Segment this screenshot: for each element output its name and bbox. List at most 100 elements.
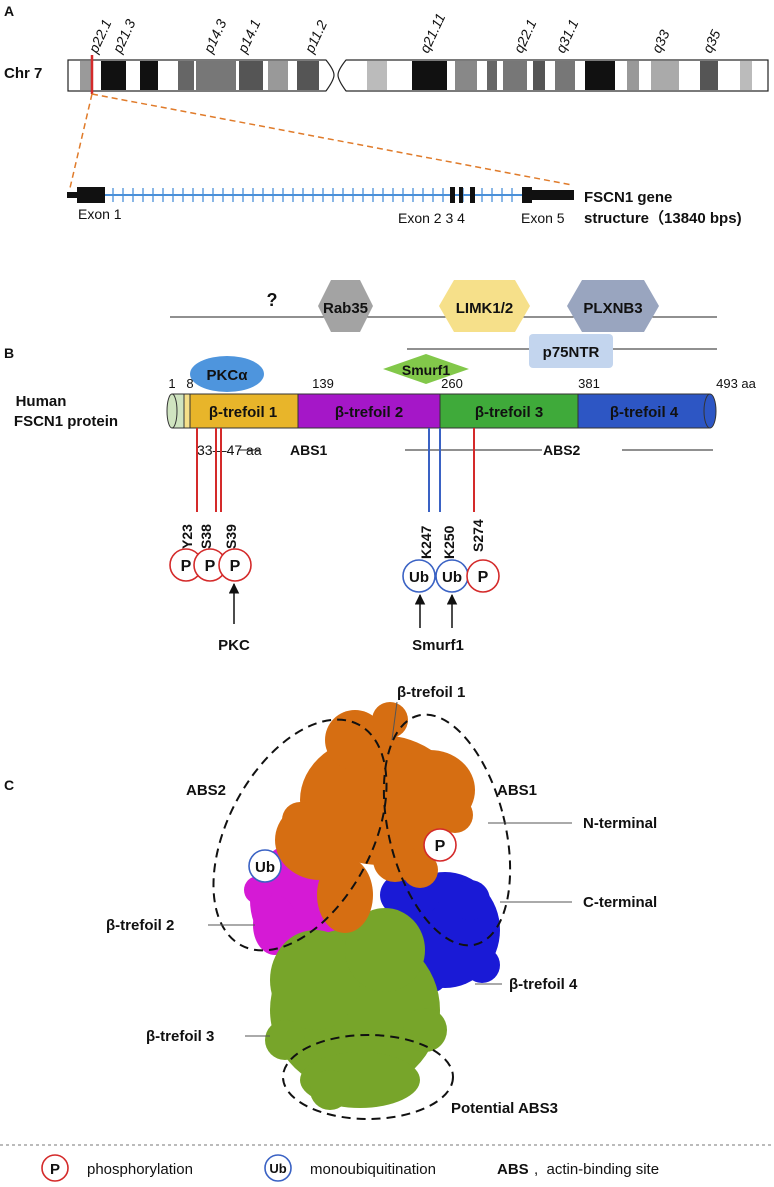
band-label-q35: q35 [699,27,723,55]
phospho-symbol: P [478,569,489,586]
pkc-label: PKC [218,637,250,654]
p75ntr-box: p75NTR [529,334,613,368]
gene-title-line2: structure（13840 bps) [584,209,742,227]
phospho-symbol: P [181,558,192,575]
structure-label-abs1: ABS1 [497,782,537,799]
ub-circle-k247: Ub [402,559,436,593]
pkc-alpha-label: PKCα [207,367,249,384]
position-139: 139 [312,376,334,391]
legend-p-symbol: P [50,1161,60,1178]
rab35-hexagon: Rab35 [318,280,373,332]
abs1-label: ABS1 [290,442,328,458]
structure-label-trefoil-2: β-trefoil 2 [106,917,174,934]
band-label-p21-3: p21.3 [109,17,139,57]
position-8: 8 [186,376,193,391]
structure-label-potential-abs3: Potential ABS3 [451,1100,558,1117]
legend-ub-symbol: Ub [264,1154,292,1182]
chromosome-label: Chr 7 [4,65,42,82]
phospho-symbol: P [205,558,216,575]
band-label-p14-1: p14.1 [234,17,264,56]
phospho-symbol: P [230,558,241,575]
gene-structure-diagram [67,187,574,203]
position-381: 381 [578,376,600,391]
legend-ub-text: Ub [269,1161,286,1176]
domain-label-4: β-trefoil 4 [610,404,679,421]
ub-circle-k250: Ub [435,559,469,593]
structure-label-trefoil-1: β-trefoil 1 [397,684,465,701]
structure-label-trefoil-4: β-trefoil 4 [509,976,578,993]
pkc-alpha-ellipse: PKCα [190,356,264,392]
site-s39: S39 [223,524,239,549]
legend-phosphorylation: phosphorylation [87,1161,193,1178]
exon-1-label: Exon 1 [78,206,122,222]
phospho-circle-s39: P [218,548,252,582]
site-k247: K247 [418,525,434,559]
legend-actin-binding-site: , actin-binding site [534,1161,659,1178]
legend-phospho-symbol: P [41,1154,69,1182]
position-260: 260 [441,376,463,391]
domain-label-3: β-trefoil 3 [475,404,543,421]
abs1-dashed-ellipse [382,713,512,947]
abs1-range: 33—47 aa [197,442,262,458]
legend-monoubiquitination: monoubiquitination [310,1161,436,1178]
structure-label-n-terminal: N-terminal [583,815,657,832]
trefoil-1-leader [391,701,398,741]
zoom-line-right [91,93,573,186]
structure-ub-symbol: Ub [255,859,275,876]
site-y23: Y23 [179,524,195,549]
site-s274: S274 [470,519,486,552]
exon-5-label: Exon 5 [521,210,565,226]
abs2-label: ABS2 [543,442,581,458]
limk-label: LIMK1/2 [456,300,514,317]
chromosome-band-labels: p22.1 p21.3 p14.3 p14.1 p11.2 q21.11 q22… [85,11,724,57]
phospho-circle-s38: P [193,548,227,582]
panel-label-c: C [4,777,14,793]
panel-label-b: B [4,345,14,361]
p75ntr-label: p75NTR [543,344,600,361]
smurf1-diamond-label: Smurf1 [402,362,450,378]
protein-surface-structure [244,702,500,1110]
band-label-p22-1: p22.1 [85,17,115,56]
abs2-dashed-ellipse [212,718,388,952]
band-label-p14-3: p14.3 [200,17,230,57]
legend-abs: ABS [497,1161,529,1178]
smurf1-diamond: Smurf1 [383,354,469,384]
band-label-q31-1: q31.1 [552,17,581,56]
gene-title-line1: FSCN1 gene [584,189,672,206]
ub-symbol: Ub [442,569,462,586]
modification-site-lines [196,428,475,512]
structure-ub-marker: Ub [248,849,282,883]
structure-label-trefoil-3: β-trefoil 3 [146,1028,214,1045]
domain-label-1: β-trefoil 1 [209,404,277,421]
smurf1-label: Smurf1 [412,637,464,654]
domain-label-2: β-trefoil 2 [335,404,403,421]
protein-label-line2: FSCN1 protein [14,413,118,430]
site-s38: S38 [198,524,214,549]
phospho-circle-s274: P [466,559,500,593]
protein-domain-bar [166,393,717,429]
limk-hexagon: LIMK1/2 [439,280,530,332]
position-493: 493 aa [716,376,757,391]
exon-2-4-label: Exon 2 3 4 [398,210,465,226]
band-label-p11-2: p11.2 [301,18,330,57]
band-label-q21-11: q21.11 [416,11,448,56]
band-label-q33: q33 [648,27,672,55]
rab35-label: Rab35 [323,300,368,317]
chromosome-ideogram [67,55,769,94]
plxnb3-label: PLXNB3 [583,300,642,317]
ub-symbol: Ub [409,569,429,586]
band-label-q22-1: q22.1 [510,17,539,56]
structure-phospho-marker: P [423,828,457,862]
abs3-dashed-ellipse [282,1034,454,1120]
structure-label-c-terminal: C-terminal [583,894,657,911]
structure-label-abs2: ABS2 [186,782,226,799]
structure-p-symbol: P [435,838,446,855]
panel-label-a: A [4,3,14,19]
plxnb3-hexagon: PLXNB3 [567,280,659,332]
zoom-line-left [69,93,93,189]
position-1: 1 [168,376,175,391]
unknown-partner-mark: ? [267,290,278,310]
site-k250: K250 [441,525,457,559]
protein-label-line1: Human [16,393,67,410]
